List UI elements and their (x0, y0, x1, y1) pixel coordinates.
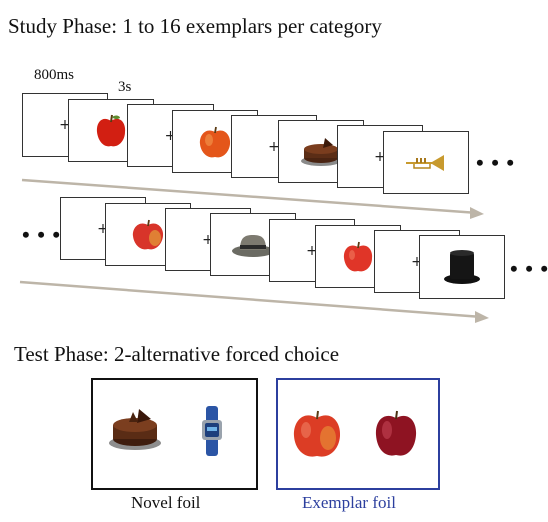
timeline-arrow-row1 (21, 178, 479, 215)
arrowhead-row2 (475, 311, 489, 323)
fixation-cross-icon: + (374, 148, 386, 165)
top-hat-icon (444, 250, 480, 284)
apple-icon (343, 241, 373, 271)
fixation-cross-icon: + (164, 127, 177, 144)
wristwatch-icon (202, 406, 222, 456)
novel-foil-panel (91, 378, 258, 490)
study-phase-title: Study Phase: 1 to 16 exemplars per categ… (8, 14, 382, 38)
fixation-cross-icon: + (97, 220, 109, 237)
stimulus-duration-label: 3s (118, 79, 132, 95)
test-phase-title: Test Phase: 2-alternative forced choice (14, 342, 340, 366)
exemplar-foil-panel (276, 378, 440, 490)
timeline-arrow-row2 (19, 280, 483, 319)
fixation-duration-label: 800ms (34, 67, 75, 83)
exemplar-foil-label: Exemplar foil (302, 493, 396, 512)
novel-foil-label: Novel foil (131, 493, 201, 512)
fedora-hat-icon (232, 234, 274, 257)
dark-red-apple-icon (375, 410, 417, 456)
stimulus-frame (419, 235, 505, 299)
chocolate-cake-icon (301, 137, 341, 166)
red-apple-icon (96, 114, 126, 146)
chocolate-cake-icon (109, 409, 161, 450)
stimulus-frame (383, 131, 469, 194)
fixation-cross-icon: + (268, 138, 280, 155)
fixation-cross-icon: + (59, 117, 71, 133)
red-green-apple-icon (132, 219, 164, 249)
arrowhead-row1 (470, 207, 484, 219)
orange-apple-icon (199, 126, 231, 157)
fixation-cross-icon: + (306, 242, 318, 259)
continuation-ellipsis: • • • (476, 150, 516, 175)
continuation-ellipsis: • • • (510, 256, 548, 281)
trumpet-icon (406, 154, 444, 171)
fixation-cross-icon: + (202, 231, 214, 248)
red-apple-icon (293, 410, 341, 457)
continuation-ellipsis: • • • (22, 222, 62, 247)
fixation-cross-icon: + (411, 253, 423, 270)
